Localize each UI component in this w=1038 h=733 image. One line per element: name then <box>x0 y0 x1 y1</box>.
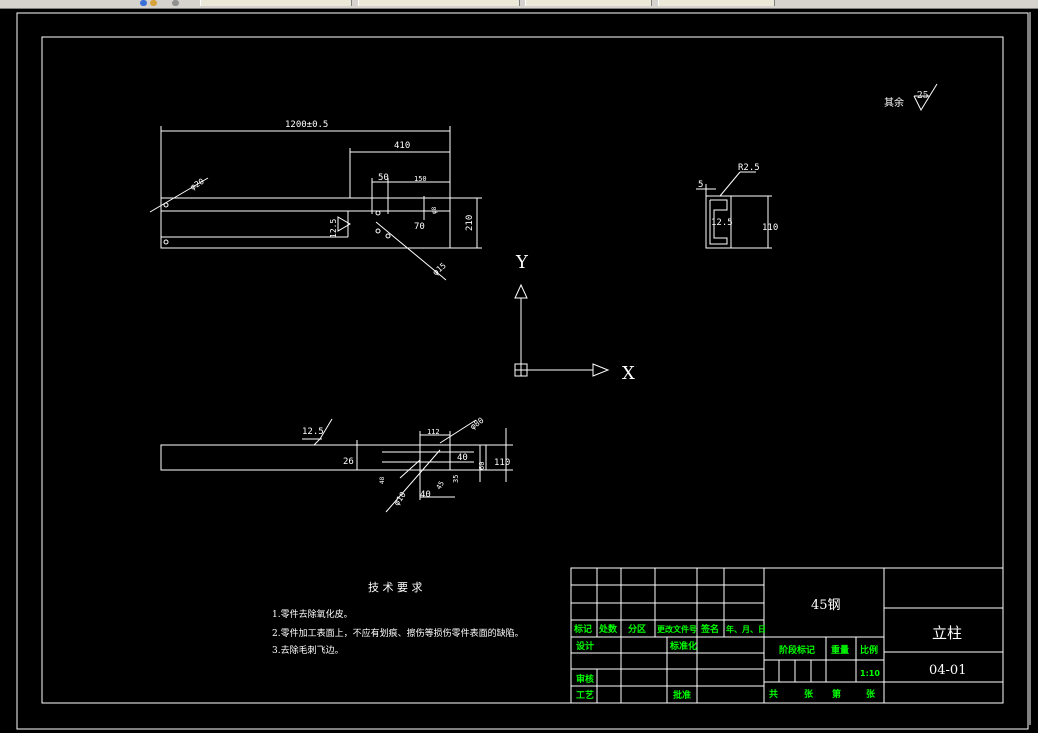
side-view: R2.5 5 12.5 110 <box>696 163 778 249</box>
dim-48: 48 <box>379 476 386 484</box>
tb-sheets-total: 共 <box>769 688 778 700</box>
roughness-symbol-general: 其余 25 <box>884 83 938 112</box>
dim-bottom-110: 110 <box>494 458 510 468</box>
ucs-y-label: Y <box>515 252 529 273</box>
dim-50: 50 <box>378 173 389 183</box>
roughness-label: 其余 <box>884 96 904 109</box>
tb-review: 审核 <box>576 673 594 685</box>
tb-weight: 重量 <box>831 644 849 656</box>
tb-approve: 批准 <box>673 689 691 701</box>
dim-40b: 40 <box>420 490 431 500</box>
toolbar-icon-c[interactable] <box>172 0 179 6</box>
dim-40a: 40 <box>457 453 468 463</box>
toolbar-icon-b[interactable] <box>150 0 157 6</box>
dim-70: 70 <box>414 222 425 232</box>
dim-phi80: φ80 <box>468 416 485 432</box>
front-view-outline <box>160 197 451 249</box>
dim-phi15: φ15 <box>431 261 448 277</box>
dim-side-110: 110 <box>762 223 778 233</box>
tb-sheets-unit: 张 <box>804 688 814 700</box>
tb-h-zone: 分区 <box>628 623 646 635</box>
tb-part-name: 立柱 <box>932 624 962 642</box>
title-block: 标记 处数 分区 更改文件号 签名 年、月、日 设计 标准化 审核 工艺 批准 … <box>570 567 1004 704</box>
toolbar-field-4[interactable] <box>658 0 775 6</box>
tb-scale: 1:10 <box>860 669 880 678</box>
bottom-view: 12.5 26 112 40 φ80 110 60 35 40 48 φ10 4… <box>160 416 513 513</box>
dim-small-hole: φ8 <box>431 206 438 214</box>
dim-26: 26 <box>343 457 354 467</box>
bottom-view-outline <box>160 444 487 471</box>
tb-h-doc: 更改文件号 <box>657 624 697 634</box>
dim-410: 410 <box>394 141 410 151</box>
dim-12-5: 12.5 <box>329 219 338 238</box>
tb-standard: 标准化 <box>669 640 697 652</box>
dim-phi10: φ10 <box>392 490 408 507</box>
toolbar-icon-a[interactable] <box>140 0 147 6</box>
dim-hole-dia: φ20 <box>189 177 206 192</box>
tb-process: 工艺 <box>576 689 594 701</box>
sheet-inner-border <box>41 36 1004 704</box>
tb-sheet-unit: 张 <box>866 688 876 700</box>
ucs-icon: Y X <box>514 252 635 384</box>
ucs-x-label: X <box>622 363 635 384</box>
tb-h-sign: 签名 <box>700 623 719 635</box>
dim-35: 35 <box>452 475 460 483</box>
toolbar-field-3[interactable] <box>525 0 652 6</box>
dim-112: 112 <box>427 428 440 436</box>
tb-h-count: 处数 <box>598 623 618 635</box>
dim-length: 1200±0.5 <box>285 120 328 130</box>
sheet-outer-border <box>16 12 1029 730</box>
tb-stage: 阶段标记 <box>779 644 815 656</box>
tech-req-title: 技 术 要 求 <box>368 581 423 594</box>
dim-5: 5 <box>698 180 703 190</box>
dim-60: 60 <box>478 462 486 470</box>
tb-design: 设计 <box>576 640 594 652</box>
dim-150: 150 <box>414 175 427 183</box>
dim-210: 210 <box>465 215 475 231</box>
technical-requirements: 技 术 要 求 1.零件去除氧化皮。 2.零件加工表面上，不应有划痕、擦伤等损伤… <box>272 581 524 656</box>
cad-drawing-canvas[interactable]: 其余 25 1200±0.5 410 50 150 φ20 <box>0 8 1038 733</box>
tb-material: 45钢 <box>811 598 841 613</box>
tb-drawing-no: 04-01 <box>929 663 966 678</box>
tech-req-item-2: 2.零件加工表面上，不应有划痕、擦伤等损伤零件表面的缺陷。 <box>272 627 524 639</box>
toolbar-field-1[interactable] <box>200 0 352 6</box>
tb-sheet-no: 第 <box>832 688 841 700</box>
tech-req-item-3: 3.去除毛刺飞边。 <box>272 644 344 656</box>
toolbar-field-2[interactable] <box>358 0 520 6</box>
dim-r2-5: R2.5 <box>738 163 760 173</box>
dim-side-12-5: 12.5 <box>711 218 733 228</box>
tech-req-item-1: 1.零件去除氧化皮。 <box>272 608 353 620</box>
side-view-outline <box>705 195 732 249</box>
tb-scale-label: 比例 <box>860 644 878 656</box>
tb-h-date: 年、月、日 <box>726 624 766 634</box>
dim-45: 45 <box>435 480 446 491</box>
roughness-12-5: 12.5 <box>302 427 324 437</box>
front-view: 1200±0.5 410 50 150 φ20 12.5 φ8 70 210 φ… <box>149 120 482 281</box>
tb-h-mark: 标记 <box>573 623 592 635</box>
toolbar-strip <box>0 0 1038 9</box>
